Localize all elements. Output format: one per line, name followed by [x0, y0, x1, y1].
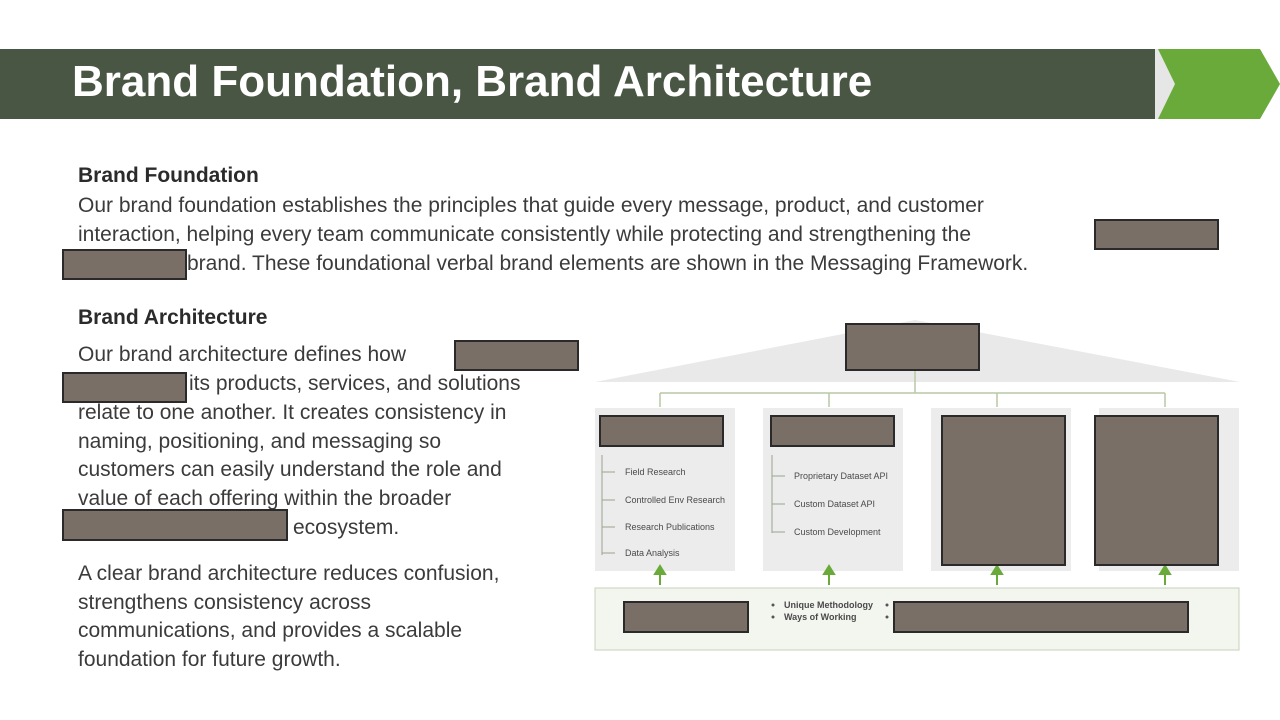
card-1-item: Data Analysis — [625, 548, 680, 558]
redaction-box — [1094, 415, 1219, 566]
card-2-list-lines — [771, 455, 785, 533]
redaction-box — [770, 415, 895, 447]
architecture-p1-line-6: value of each offering within the broade… — [78, 487, 452, 510]
redaction-box — [454, 340, 579, 371]
architecture-p1-line-1: Our brand architecture defines how — [78, 343, 407, 366]
architecture-p1-line-5: customers can easily understand the role… — [78, 458, 502, 481]
card-1-item: Field Research — [625, 467, 686, 477]
title-banner — [0, 49, 1160, 119]
architecture-p1-line-3: relate to one another. It creates consis… — [78, 401, 507, 424]
diagram-connectors — [659, 370, 1166, 407]
architecture-p2-line-3: communications, and provides a scalable — [78, 619, 463, 642]
card-1-item: Research Publications — [625, 522, 715, 532]
architecture-p1-line-7: ecosystem. — [293, 516, 400, 539]
redaction-box — [1094, 219, 1219, 250]
architecture-p2-line-4: foundation for future growth. — [78, 648, 341, 671]
card-2-item: Proprietary Dataset API — [794, 471, 889, 481]
foundation-line-1: Our brand foundation establishes the pri… — [78, 194, 984, 217]
base-bullet: Unique Methodology — [784, 600, 873, 610]
redaction-box — [599, 415, 724, 447]
foundation-line-2: interaction, helping every team communic… — [78, 223, 972, 246]
card-2-item: Custom Dataset API — [794, 499, 876, 509]
support-arrows — [653, 564, 1172, 585]
card-1-item: Controlled Env Research — [625, 495, 726, 505]
redaction-box — [623, 601, 749, 633]
foundation-line-3: brand. These foundational verbal brand e… — [187, 252, 1029, 275]
redaction-box — [62, 372, 187, 403]
redaction-box — [941, 415, 1066, 566]
architecture-p2-line-1: A clear brand architecture reduces confu… — [78, 562, 500, 585]
redaction-box — [845, 323, 980, 371]
redaction-box — [893, 601, 1189, 633]
card-1-list-lines — [601, 455, 615, 555]
redaction-box — [62, 509, 288, 541]
redaction-box — [62, 249, 187, 280]
base-bullet: Ways of Working — [784, 612, 857, 622]
foundation-heading: Brand Foundation — [78, 164, 259, 187]
architecture-p2-line-2: strengthens consistency across — [78, 591, 371, 614]
architecture-p1-line-2: its products, services, and solutions — [189, 372, 521, 395]
banner-arrow-accent — [1155, 49, 1280, 119]
card-2-item: Custom Development — [794, 527, 881, 537]
architecture-heading: Brand Architecture — [78, 306, 268, 329]
architecture-p1-line-4: naming, positioning, and messaging so — [78, 430, 442, 453]
slide-title: Brand Foundation, Brand Architecture — [72, 57, 873, 106]
